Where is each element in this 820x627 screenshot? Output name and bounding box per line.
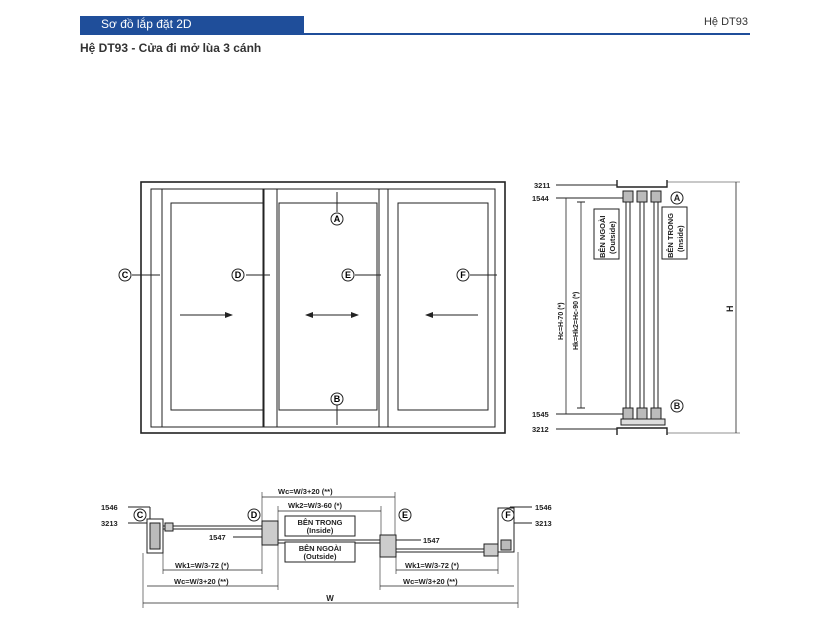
page-subtitle: Hệ DT93 - Cửa đi mở lùa 3 cánh [80, 41, 262, 55]
plan-labels: Wc=W/3+20 (**) Wk2=W/3-60 (*) BÊN TRONG … [101, 487, 552, 603]
header-rule [80, 33, 750, 35]
wc-left-dim: Wc=W/3+20 (**) [174, 577, 229, 586]
glass-left [170, 202, 264, 411]
marker-b: B [334, 394, 341, 404]
plan-right-jamb [497, 507, 515, 553]
code-1544: 1544 [532, 194, 550, 203]
sash-left [161, 188, 264, 428]
plan-marker-c: C [137, 510, 144, 520]
outer-frame [140, 181, 506, 434]
elevation-view [132, 181, 506, 434]
section-labels: 3211 1544 1545 3212 BÊN NGOÀI (Outside) … [532, 181, 735, 434]
outside-label: BÊN NGOÀI [598, 215, 607, 258]
h-label: H [725, 306, 735, 313]
elevation-markers: A B C D E F [118, 212, 470, 406]
plan-outside-label-en: (Outside) [304, 552, 337, 561]
hk-formula: Hk=Hk2=Hc-90 (*) [573, 292, 580, 350]
interlock-left [261, 520, 279, 546]
glass-right [397, 202, 489, 411]
code-3212: 3212 [532, 425, 549, 434]
system-code: Hệ DT93 [703, 16, 748, 28]
plan-view [128, 492, 532, 608]
plan-inside-label-en: (Inside) [307, 526, 334, 535]
header-bar [80, 16, 304, 33]
code-3211: 3211 [534, 181, 550, 190]
plan-marker-e: E [402, 510, 408, 520]
outside-label-en: (Outside) [608, 221, 617, 254]
code-1547-left: 1547 [209, 533, 226, 542]
plan-marker-f: F [505, 510, 511, 520]
wk1-left-dim: Wk1=W/3-72 (*) [175, 561, 229, 570]
glass-middle [278, 202, 378, 411]
hc-formula: Hc=H-70 (*) [558, 302, 565, 340]
code-1546-left: 1546 [101, 503, 118, 512]
inside-label: BÊN TRONG [666, 213, 675, 258]
marker-f: F [460, 270, 466, 280]
wc-right-dim: Wc=W/3+20 (**) [403, 577, 458, 586]
marker-d: D [235, 270, 242, 280]
sash-middle [263, 188, 389, 428]
plan-inside-label: BÊN TRONG [298, 518, 343, 527]
section-marker-a: A [674, 193, 681, 203]
code-3213-right: 3213 [535, 519, 552, 528]
wk2-dim: Wk2=W/3-60 (*) [288, 501, 342, 510]
inside-label-en: (Inside) [676, 225, 685, 252]
wc-top-dim: Wc=W/3+20 (**) [278, 487, 333, 496]
plan-outside-label: BÊN NGOÀI [299, 544, 342, 553]
code-1545: 1545 [532, 410, 549, 419]
interlock-right [379, 534, 397, 558]
section-marker-b: B [674, 401, 681, 411]
marker-a: A [334, 214, 341, 224]
w-dim: W [326, 594, 334, 603]
section-title: Sơ đồ lắp đặt 2D [101, 17, 192, 31]
inner-frame [150, 188, 496, 428]
plan-markers: C D E F [133, 508, 515, 522]
section-view [556, 180, 740, 435]
code-1547-right: 1547 [423, 536, 440, 545]
wk1-right-dim: Wk1=W/3-72 (*) [405, 561, 459, 570]
marker-e: E [345, 270, 351, 280]
plan-marker-d: D [251, 510, 258, 520]
sash-right [387, 188, 496, 428]
code-3213-left: 3213 [101, 519, 118, 528]
code-1546-right: 1546 [535, 503, 552, 512]
marker-c: C [122, 270, 129, 280]
plan-left-jamb [146, 518, 164, 554]
